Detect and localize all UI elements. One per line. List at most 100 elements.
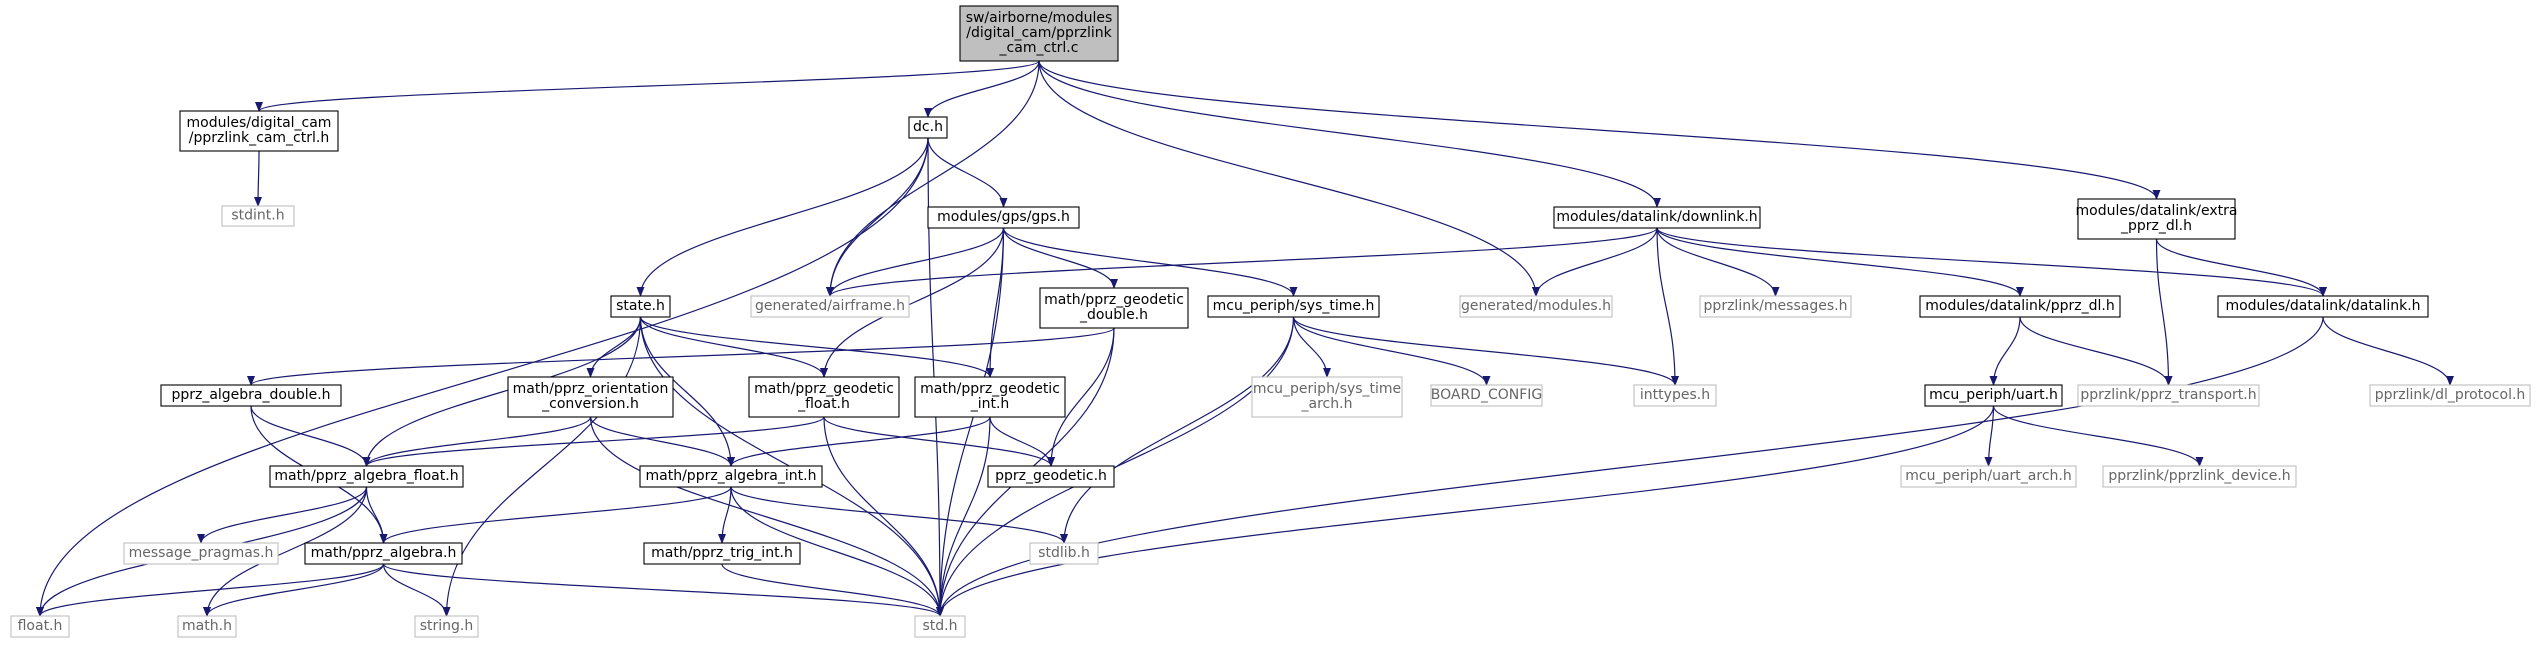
node-extra-pprz-dl-h[interactable]: modules/datalink/extra_pprz_dl.h — [2076, 198, 2238, 240]
node-geodetic-int-h[interactable]: math/pprz_geodetic_int.h — [914, 376, 1066, 418]
node-box — [610, 295, 671, 318]
node-pprz-geodetic-h[interactable]: pprz_geodetic.h — [987, 465, 1115, 488]
node-math-h: math.h — [177, 615, 237, 638]
node-box — [414, 615, 479, 638]
edge-datalink_h-to-dl_protocol_h — [2322, 316, 2454, 386]
node-float-h: float.h — [10, 615, 70, 638]
node-message-pragmas-h: message_pragmas.h — [123, 542, 279, 565]
node-label: state.h — [616, 298, 665, 314]
node-label: generated/airframe.h — [755, 298, 905, 314]
edge-gps_h-to-geodetic_double_h — [1002, 227, 1118, 289]
edge-sys_time_h-to-std_h — [936, 316, 1295, 617]
node-label: math/pprz_algebra.h — [311, 545, 457, 561]
edge-uart_h-to-pprzlink_device_h — [1992, 405, 2204, 467]
node-label: _arch.h — [1301, 396, 1353, 412]
node-label: math/pprz_orientation — [513, 381, 669, 397]
node-downlink-h[interactable]: modules/datalink/downlink.h — [1553, 206, 1761, 229]
node-pprz-dl-h[interactable]: modules/datalink/pprz_dl.h — [1919, 295, 2121, 318]
edge-gps_h-to-airframe_h — [826, 227, 1005, 297]
node-uart-h[interactable]: mcu_periph/uart.h — [1924, 384, 2063, 407]
edge-state_h-to-string_h — [442, 316, 642, 617]
node-geodetic-double-h[interactable]: math/pprz_geodetic_double.h — [1039, 287, 1189, 329]
node-box — [2102, 465, 2297, 488]
node-stdint-h: stdint.h — [221, 205, 295, 227]
node-label: math/pprz_geodetic — [754, 381, 894, 397]
edge-cam_ctrl_h-to-stdint_h — [254, 150, 263, 207]
edge-extra_pprz_dl_h-to-pprz_transport_h — [2155, 238, 2173, 386]
edge-downlink_h-to-messages_h — [1656, 227, 1780, 297]
edge-downlink_h-to-datalink_h — [1656, 227, 2327, 297]
node-label: modules/gps/gps.h — [937, 209, 1070, 225]
edge-orientation_conversion_h-to-algebra_float_h — [362, 416, 592, 467]
node-label: _conversion.h — [541, 396, 639, 412]
node-label: mcu_periph/uart_arch.h — [1905, 468, 2071, 484]
node-label: _int.h — [970, 396, 1010, 412]
edge-uart_h-to-uart_arch_h — [1984, 405, 1995, 467]
edge-algebra_float_h-to-algebra_h — [365, 486, 388, 544]
node-trig-int-h[interactable]: math/pprz_trig_int.h — [643, 542, 801, 565]
node-box — [177, 615, 237, 638]
node-label: modules/datalink/datalink.h — [2225, 298, 2420, 314]
node-cam-ctrl-h[interactable]: modules/digital_cam/pprzlink_cam_ctrl.h — [179, 110, 339, 152]
node-algebra-float-h[interactable]: math/pprz_algebra_float.h — [269, 465, 464, 488]
node-pprzlink-device-h: pprzlink/pprzlink_device.h — [2102, 465, 2297, 488]
node-label: stdlib.h — [1038, 545, 1090, 561]
edge-geodetic_int_h-to-algebra_int_h — [727, 416, 991, 467]
node-std-h: std.h — [914, 615, 966, 638]
node-label: std.h — [923, 618, 958, 634]
node-sys-time-h[interactable]: mcu_periph/sys_time.h — [1207, 295, 1380, 318]
node-label: pprzlink/pprzlink_device.h — [2108, 468, 2290, 484]
node-label: generated/modules.h — [1461, 298, 1611, 314]
node-label: _pprz_dl.h — [2120, 218, 2192, 234]
node-label: /pprzlink_cam_ctrl.h — [189, 130, 329, 146]
node-box — [987, 465, 1115, 488]
node-algebra-h[interactable]: math/pprz_algebra.h — [304, 542, 463, 565]
edge-dc_h-to-state_h — [636, 137, 929, 297]
edge-geodetic_int_h-to-std_h — [936, 416, 991, 617]
node-uart-arch-h: mcu_periph/uart_arch.h — [1900, 465, 2077, 488]
node-box — [221, 205, 295, 227]
node-dc-h[interactable]: dc.h — [908, 116, 948, 139]
node-algebra-int-h[interactable]: math/pprz_algebra_int.h — [639, 465, 823, 488]
node-box — [1699, 295, 1852, 318]
node-label: pprzlink/dl_protocol.h — [2375, 387, 2526, 403]
edge-algebra_int_h-to-stdlib_h — [730, 486, 1068, 544]
node-box — [1900, 465, 2077, 488]
edge-dc_h-to-airframe_h — [826, 137, 929, 297]
node-box — [748, 376, 900, 418]
node-string-h: string.h — [414, 615, 479, 638]
node-label: _double.h — [1079, 307, 1148, 323]
edge-algebra_int_h-to-trig_int_h — [718, 486, 732, 544]
node-orientation-conversion-h[interactable]: math/pprz_orientation_conversion.h — [507, 376, 674, 418]
node-label: pprz_geodetic.h — [995, 468, 1107, 484]
edge-downlink_h-to-airframe_h — [826, 227, 1658, 297]
node-algebra-double-h[interactable]: pprz_algebra_double.h — [160, 384, 342, 407]
node-state-h[interactable]: state.h — [610, 295, 671, 318]
edge-geodetic_float_h-to-std_h — [823, 416, 944, 617]
node-root[interactable]: sw/airborne/modules/digital_cam/pprzlink… — [959, 5, 1119, 62]
node-label: math/pprz_algebra_int.h — [646, 468, 817, 484]
edge-pprz_dl_h-to-uart_h — [1989, 316, 2021, 386]
node-label: BOARD_CONFIG — [1431, 387, 1543, 403]
node-datalink-h[interactable]: modules/datalink/datalink.h — [2217, 295, 2429, 318]
node-airframe-h: generated/airframe.h — [750, 295, 910, 318]
node-label: mcu_periph/sys_time — [1253, 381, 1401, 397]
node-box — [639, 465, 823, 488]
node-box — [507, 376, 674, 418]
node-label: mcu_periph/uart.h — [1929, 387, 2058, 403]
edges — [36, 60, 2454, 617]
edge-state_h-to-geodetic_float_h — [639, 316, 828, 378]
edge-algebra_float_h-to-message_pragmas_h — [197, 486, 368, 544]
node-label: sw/airborne/modules — [966, 10, 1113, 26]
node-box — [959, 5, 1119, 62]
node-geodetic-float-h[interactable]: math/pprz_geodetic_float.h — [748, 376, 900, 418]
node-box — [750, 295, 910, 318]
node-label: modules/datalink/downlink.h — [1556, 209, 1757, 225]
edge-state_h-to-algebra_int_h — [639, 316, 735, 467]
node-gps-h[interactable]: modules/gps/gps.h — [927, 206, 1080, 229]
edge-geodetic_float_h-to-algebra_float_h — [362, 416, 825, 467]
node-label: pprz_algebra_double.h — [171, 387, 330, 403]
edge-root-to-dc_h — [924, 60, 1040, 118]
edge-geodetic_double_h-to-algebra_double_h — [247, 327, 1115, 386]
